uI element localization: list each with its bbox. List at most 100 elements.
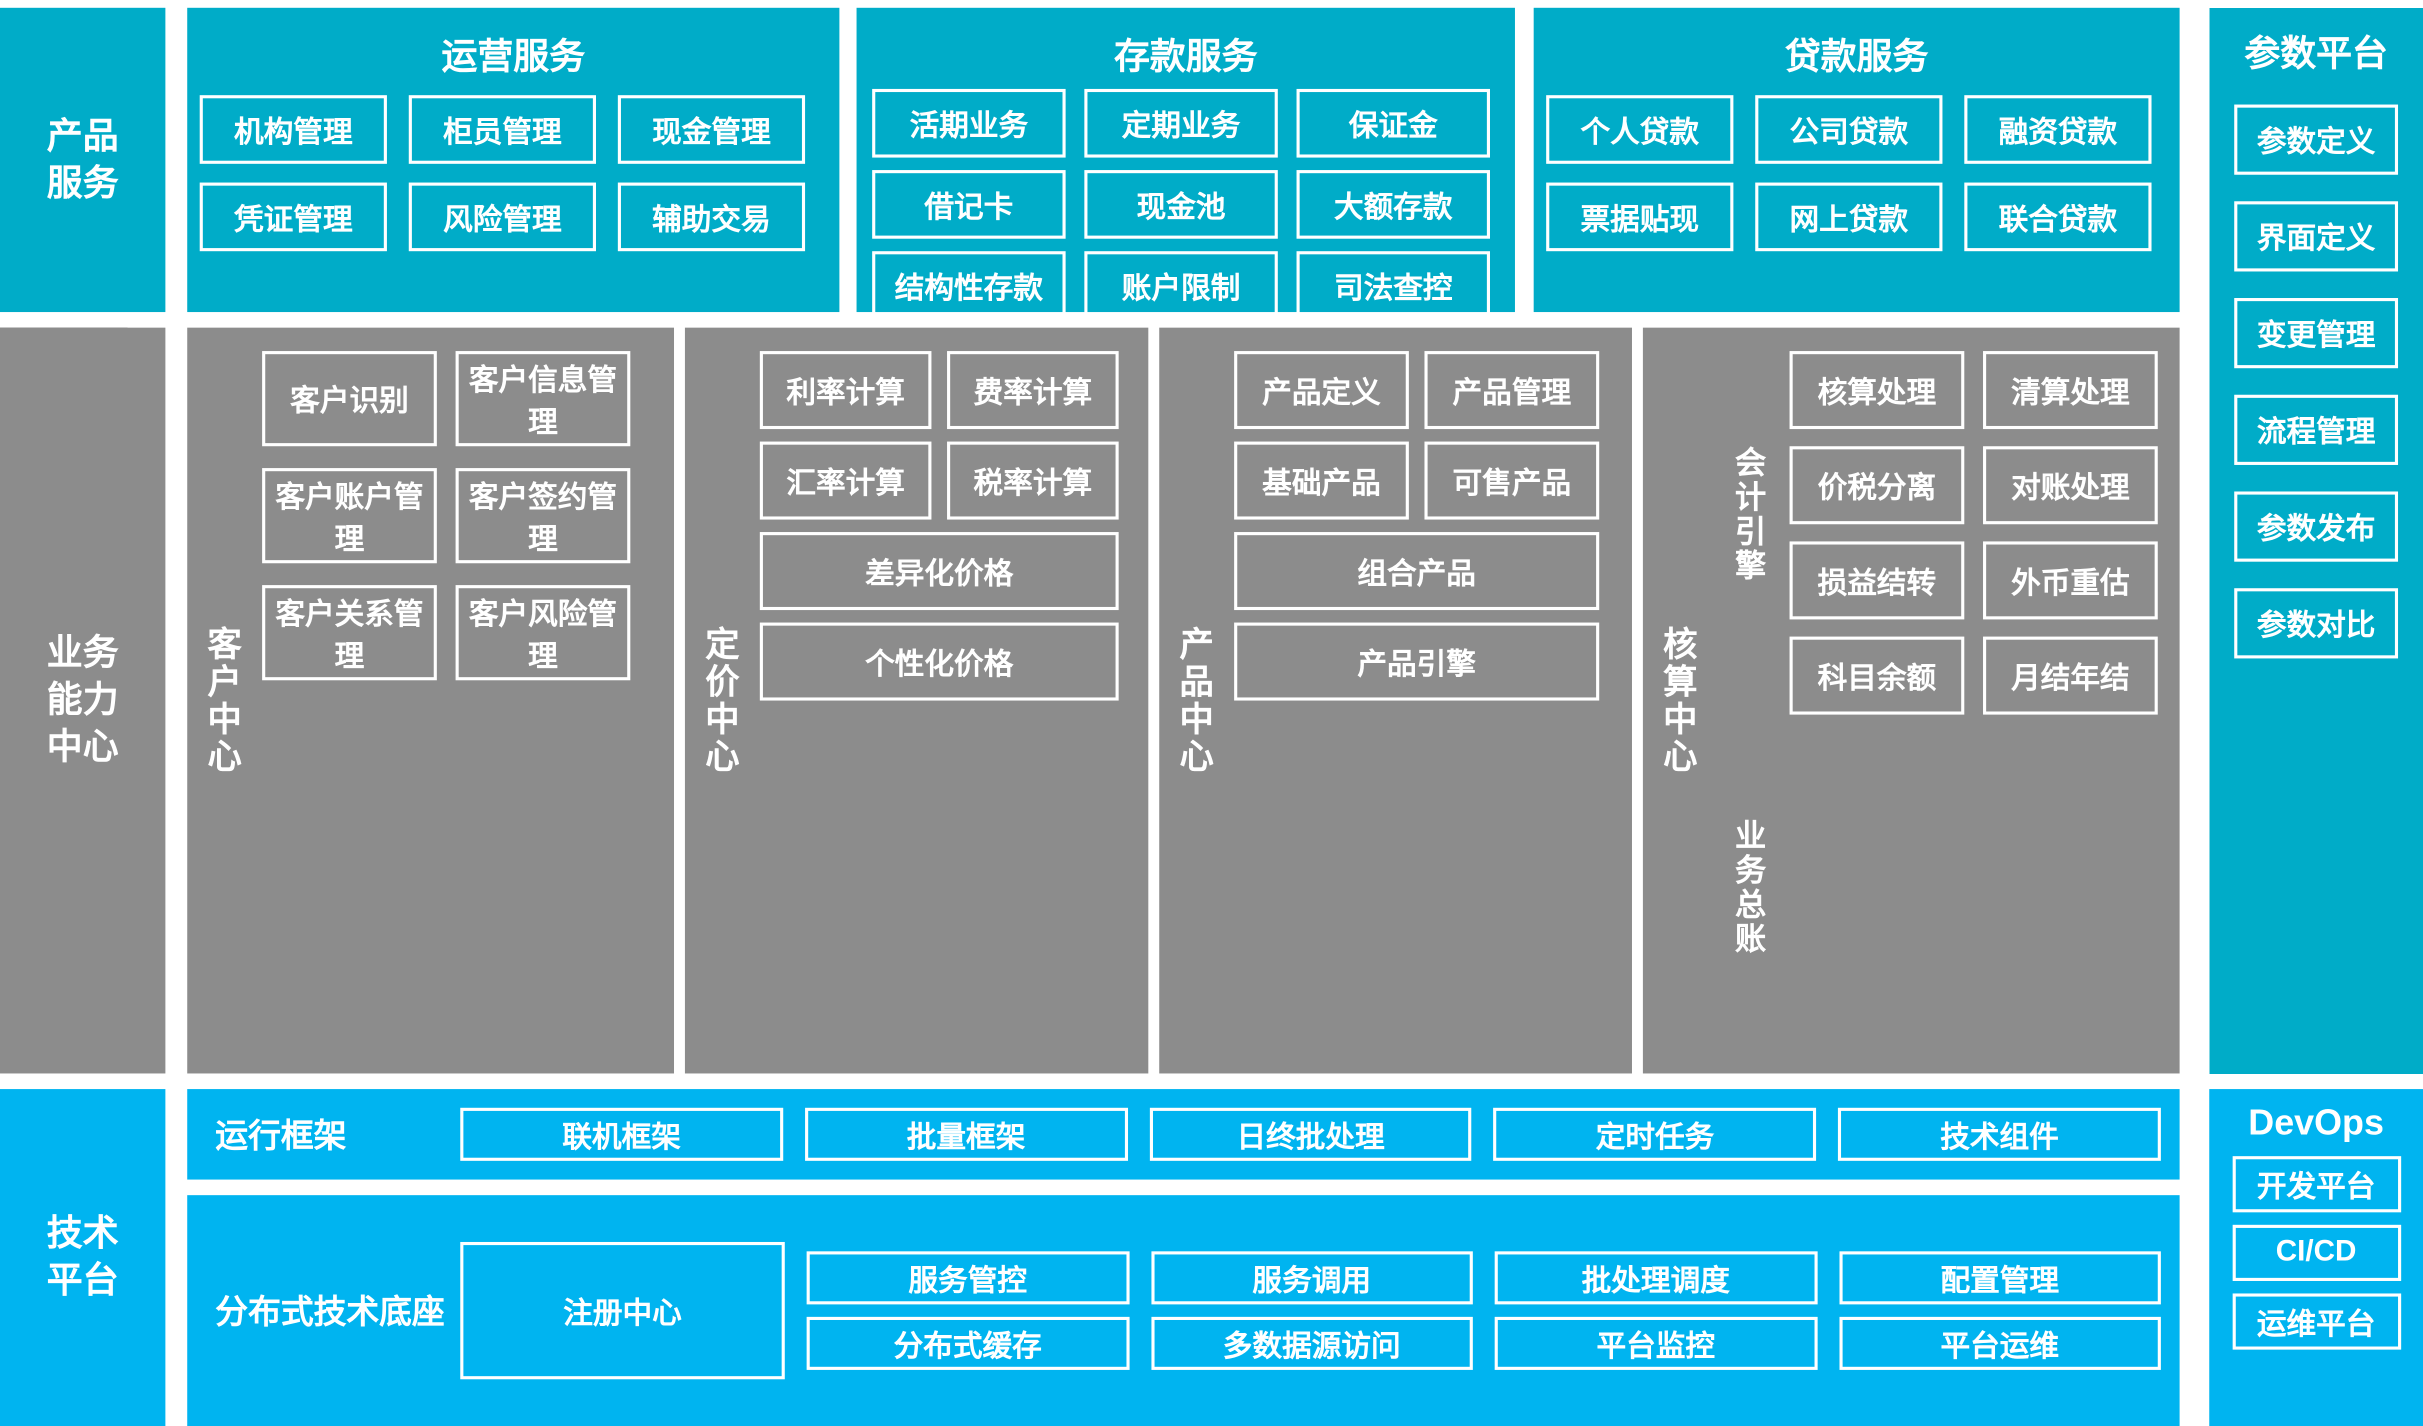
tile-product-item[interactable]: 产品管理	[1424, 351, 1600, 430]
tile-operation-item[interactable]: 现金管理	[617, 95, 806, 164]
center-accounting-items: 核算处理 清算处理 价税分离 对账处理 损益结转 外币重估 科目余额 月结年结	[1783, 328, 2179, 1074]
parameter-platform-items: 参数定义 界面定义 变更管理 流程管理 参数发布 参数对比	[2209, 104, 2423, 659]
tile-accounting-item[interactable]: 价税分离	[1789, 446, 1965, 525]
runtime-framework-items: 联机框架 批量框架 日终批处理 定时任务 技术组件	[460, 1107, 2179, 1161]
tile-runtime-item[interactable]: 批量框架	[804, 1107, 1128, 1161]
tile-loan-item[interactable]: 联合贷款	[1964, 182, 2152, 252]
tile-product-item[interactable]: 产品定义	[1234, 351, 1409, 430]
center-accounting-sublabel-engine: 会计引擎	[1729, 445, 1764, 583]
center-accounting-sublabels: 会计引擎 业务总账	[1712, 328, 1784, 1074]
tile-parameter-item[interactable]: 变更管理	[2234, 298, 2399, 369]
tile-devops-item[interactable]: 开发平台	[2231, 1156, 2401, 1213]
tile-operation-item[interactable]: 凭证管理	[199, 182, 387, 252]
tile-pricing-item[interactable]: 差异化价格	[759, 532, 1119, 611]
tile-accounting-item[interactable]: 外币重估	[1983, 541, 2158, 620]
tile-deposit-item[interactable]: 借记卡	[872, 170, 1066, 239]
tile-accounting-item[interactable]: 损益结转	[1789, 541, 1965, 620]
tile-parameter-item[interactable]: 参数发布	[2234, 491, 2399, 562]
tile-runtime-item[interactable]: 日终批处理	[1149, 1107, 1472, 1161]
tile-parameter-item[interactable]: 流程管理	[2234, 394, 2399, 465]
distributed-base-column: 批处理调度 平台监控	[1494, 1251, 1817, 1370]
tile-deposit-item[interactable]: 账户限制	[1084, 251, 1278, 320]
tile-loan-item[interactable]: 融资贷款	[1964, 95, 2152, 164]
group-deposit-title: 存款服务	[1113, 35, 1258, 77]
distributed-base-column: 服务管控 分布式缓存	[806, 1251, 1129, 1370]
tile-deposit-item[interactable]: 定期业务	[1084, 88, 1278, 158]
tile-operation-item[interactable]: 风险管理	[408, 182, 596, 252]
group-operation-items: 机构管理 柜员管理 现金管理 凭证管理 风险管理 辅助交易	[187, 95, 839, 252]
tile-parameter-item[interactable]: 参数对比	[2234, 588, 2399, 659]
tile-runtime-item[interactable]: 技术组件	[1838, 1107, 2161, 1161]
tile-accounting-item[interactable]: 科目余额	[1789, 636, 1965, 715]
tile-base-item[interactable]: 批处理调度	[1494, 1251, 1817, 1305]
tile-product-item[interactable]: 产品引擎	[1234, 622, 1600, 701]
center-accounting-label: 核算中心	[1658, 625, 1698, 776]
devops-items: 开发平台 CI/CD 运维平台	[2209, 1156, 2423, 1350]
center-product-label: 产品中心	[1174, 625, 1214, 776]
tile-base-item[interactable]: 服务管控	[806, 1251, 1129, 1305]
tile-pricing-item[interactable]: 利率计算	[759, 351, 932, 430]
tile-deposit-item[interactable]: 保证金	[1296, 88, 1490, 158]
center-product: 产品中心 产品定义 产品管理 基础产品 可售产品 组合产品 产品引擎	[1159, 327, 1632, 1074]
tile-customer-item[interactable]: 客户识别	[262, 351, 437, 447]
tile-loan-item[interactable]: 公司贷款	[1755, 95, 1943, 164]
center-customer-items: 客户识别 客户信息管理 客户账户管理 客户签约管理 客户关系管理 客户风险管理	[256, 328, 674, 1074]
tile-product-item[interactable]: 可售产品	[1424, 441, 1600, 520]
tile-devops-item[interactable]: CI/CD	[2231, 1224, 2401, 1281]
tile-loan-item[interactable]: 网上贷款	[1755, 182, 1943, 252]
group-deposit-services: 存款服务 活期业务 定期业务 保证金 借记卡 现金池 大额存款 结构性存款 账户…	[856, 7, 1515, 320]
rail-product-services: 产品 服务	[0, 7, 166, 313]
tile-customer-item[interactable]: 客户账户管理	[262, 468, 437, 564]
center-accounting-sublabel-ledger: 业务总账	[1729, 818, 1764, 956]
tile-deposit-item[interactable]: 大额存款	[1296, 170, 1490, 239]
tile-base-item[interactable]: 分布式缓存	[806, 1316, 1129, 1370]
tile-base-item[interactable]: 服务调用	[1150, 1251, 1473, 1305]
group-operation-services: 运营服务 机构管理 柜员管理 现金管理 凭证管理 风险管理 辅助交易	[187, 7, 840, 313]
center-customer: 客户中心 客户识别 客户信息管理 客户账户管理 客户签约管理 客户关系管理 客户…	[187, 327, 675, 1074]
tile-customer-item[interactable]: 客户信息管理	[455, 351, 631, 447]
tile-pricing-item[interactable]: 个性化价格	[759, 622, 1119, 701]
strip-distributed-base: 分布式技术底座 注册中心 服务管控 分布式缓存 服务调用 多数据源访问 批处理调…	[187, 1195, 2180, 1426]
tile-parameter-item[interactable]: 参数定义	[2234, 104, 2399, 175]
tile-base-item[interactable]: 平台运维	[1838, 1316, 2161, 1370]
tile-registry-center[interactable]: 注册中心	[460, 1241, 785, 1380]
architecture-diagram: 产品 服务 运营服务 机构管理 柜员管理 现金管理 凭证管理 风险管理 辅助交易…	[0, 7, 2423, 1426]
tile-deposit-item[interactable]: 活期业务	[872, 88, 1066, 158]
tile-accounting-item[interactable]: 对账处理	[1983, 446, 2158, 525]
tile-accounting-item[interactable]: 核算处理	[1789, 351, 1965, 430]
tile-parameter-item[interactable]: 界面定义	[2234, 201, 2399, 272]
tile-accounting-item[interactable]: 清算处理	[1983, 351, 2158, 430]
tile-operation-item[interactable]: 辅助交易	[617, 182, 806, 252]
tile-runtime-item[interactable]: 定时任务	[1493, 1107, 1817, 1161]
distributed-base-column: 服务调用 多数据源访问	[1150, 1251, 1473, 1370]
group-loan-items: 个人贷款 公司贷款 融资贷款 票据贴现 网上贷款 联合贷款	[1534, 95, 2180, 252]
tile-loan-item[interactable]: 票据贴现	[1546, 182, 1734, 252]
tile-customer-item[interactable]: 客户风险管理	[455, 585, 631, 681]
tile-deposit-item[interactable]: 结构性存款	[872, 251, 1066, 320]
tile-accounting-item[interactable]: 月结年结	[1983, 636, 2158, 715]
tile-deposit-item[interactable]: 现金池	[1084, 170, 1278, 239]
tile-operation-item[interactable]: 机构管理	[199, 95, 387, 164]
tile-pricing-item[interactable]: 费率计算	[947, 351, 1119, 430]
runtime-framework-label: 运行框架	[215, 1118, 347, 1155]
tile-pricing-item[interactable]: 税率计算	[947, 441, 1119, 520]
tile-runtime-item[interactable]: 联机框架	[460, 1107, 783, 1161]
tile-devops-item[interactable]: 运维平台	[2231, 1293, 2401, 1350]
tile-loan-item[interactable]: 个人贷款	[1546, 95, 1734, 164]
tile-deposit-item[interactable]: 司法查控	[1296, 251, 1490, 320]
tile-pricing-item[interactable]: 汇率计算	[759, 441, 932, 520]
tile-base-item[interactable]: 配置管理	[1838, 1251, 2161, 1305]
tile-base-item[interactable]: 平台监控	[1494, 1316, 1817, 1370]
tile-product-item[interactable]: 基础产品	[1234, 441, 1409, 520]
tile-customer-item[interactable]: 客户签约管理	[455, 468, 631, 564]
tile-customer-item[interactable]: 客户关系管理	[262, 585, 437, 681]
tile-base-item[interactable]: 多数据源访问	[1150, 1316, 1473, 1370]
center-accounting: 核算中心 会计引擎 业务总账 核算处理 清算处理 价税分离 对账处理 损益结转 …	[1642, 327, 2180, 1074]
group-loan-title: 贷款服务	[1784, 35, 1929, 77]
tile-operation-item[interactable]: 柜员管理	[408, 95, 596, 164]
row-product-services: 产品 服务 运营服务 机构管理 柜员管理 现金管理 凭证管理 风险管理 辅助交易…	[0, 7, 2423, 320]
distributed-base-label: 分布式技术底座	[215, 1295, 445, 1331]
tile-product-item[interactable]: 组合产品	[1234, 532, 1600, 611]
row-technical-platform: 技术 平台 运行框架 联机框架 批量框架 日终批处理 定时任务 技术组件 分布式…	[0, 1089, 2423, 1426]
center-customer-label: 客户中心	[202, 625, 242, 776]
